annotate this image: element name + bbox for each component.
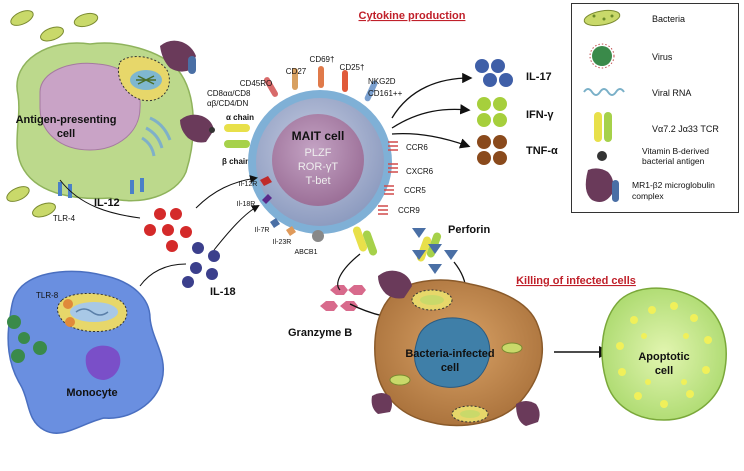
legend-antigen-icon: [597, 151, 607, 161]
monocyte-label: Monocyte: [66, 387, 117, 399]
infected-label-line1: Bacteria-infected: [405, 348, 494, 360]
alpha-chain-label: α chain: [226, 113, 254, 122]
il12r-label: Il-12R: [239, 181, 258, 188]
tcr-chains: α chain β chain: [222, 113, 254, 166]
perforin-label: Perforin: [448, 224, 490, 236]
apoptotic-cell: Apoptotic cell: [601, 287, 727, 421]
ccr6-label: CCR6: [406, 143, 428, 152]
legend-mr1-label-line1: MR1-β2 microglobulin: [632, 180, 715, 190]
tlr8-label: TLR-8: [36, 291, 59, 300]
granzyme-molecules: [320, 285, 366, 311]
chemokine-receptors: CCR6 CXCR6 CCR5 CCR9: [378, 141, 434, 215]
antigen-presenting-cell: Antigen-presenting cell TLR-4: [16, 42, 195, 223]
mr1-complex-infected: [371, 270, 540, 426]
legend-virus-icon: [589, 43, 615, 69]
il12-molecules: [144, 208, 192, 252]
legend-tcr-icon: [594, 112, 612, 142]
virus-cluster: [7, 315, 47, 363]
mait-surface-markers: CD8αα/CD8 αβ/CD4/DN CD45RO CD27 CD69† CD…: [207, 55, 403, 108]
cd4-label: αβ/CD4/DN: [207, 99, 248, 108]
ccr5-label: CCR5: [404, 186, 426, 195]
cd8-label: CD8αα/CD8: [207, 89, 251, 98]
bacteria-cluster-apc: [6, 10, 99, 218]
cd69-label: CD69†: [310, 55, 335, 64]
perforin-molecules: [412, 228, 458, 274]
mait-title: MAIT cell: [292, 129, 345, 143]
cytokine-arrows: [391, 72, 473, 149]
cd45ro-label: CD45RO: [240, 79, 272, 88]
tnfa-label: TNF-α: [526, 145, 558, 157]
apoptotic-label-line2: cell: [655, 365, 673, 377]
legend-viral-rna-icon: [583, 88, 625, 96]
tnfa-molecules: [477, 135, 507, 165]
legend-canvas: Bacteria Virus Viral RNA Vα7.2 Jα33 TCR …: [583, 9, 719, 202]
legend-mr1-icon: [585, 168, 619, 202]
apc-label-line2: cell: [57, 128, 75, 140]
il17-label: IL-17: [526, 71, 552, 83]
legend-viral-rna-label: Viral RNA: [652, 88, 691, 98]
apc-label-line1: Antigen-presenting: [16, 114, 117, 126]
ifng-label: IFN-γ: [526, 109, 554, 121]
il17-molecules: [475, 59, 513, 87]
legend-antigen-label-line2: bacterial antigen: [642, 156, 705, 166]
antigen-dot: [209, 127, 215, 133]
il-arrows: [59, 175, 260, 287]
cytokine-heading: Cytokine production: [359, 10, 466, 22]
granzyme-label: Granzyme B: [288, 327, 352, 339]
legend-virus-label: Virus: [652, 52, 673, 62]
monocyte: Monocyte TLR-8: [7, 270, 164, 434]
ifng-molecules: [477, 97, 507, 127]
cxcr6-label: CXCR6: [406, 167, 434, 176]
nkg2d-label: NKG2D: [368, 77, 396, 86]
mr1-complex-apc-mid: [180, 114, 215, 143]
apoptotic-label-line1: Apoptotic: [638, 351, 689, 363]
legend: Bacteria Virus Viral RNA Vα7.2 Jα33 TCR …: [571, 3, 739, 213]
legend-tcr-label: Vα7.2 Jα33 TCR: [652, 124, 719, 134]
beta-chain-label: β chain: [222, 157, 250, 166]
cd25-label: CD25†: [340, 63, 365, 72]
il18r-label: Il-18R: [237, 201, 256, 208]
killing-heading: Killing of infected cells: [516, 275, 636, 287]
abcb1-label: ABCB1: [295, 249, 318, 256]
mait-tf-tbet: T-bet: [305, 175, 330, 187]
il12-label: IL-12: [94, 197, 120, 209]
il18-label: IL-18: [210, 286, 236, 298]
mr1-complex-apc-top: [160, 40, 196, 74]
infected-label-line2: cell: [441, 362, 459, 374]
mait-tf-plzf: PLZF: [305, 147, 332, 159]
legend-bacteria-label: Bacteria: [652, 14, 685, 24]
il18-molecules: [182, 242, 220, 288]
cd27-label: CD27: [286, 67, 307, 76]
bacteria-infected-cell: Bacteria-infected cell: [374, 279, 544, 427]
il23r-label: Il-23R: [273, 239, 292, 246]
legend-antigen-label-line1: Vitamin B-derived: [642, 146, 709, 156]
mait-tf-rorgt: ROR-γT: [298, 161, 339, 173]
ccr9-label: CCR9: [398, 206, 420, 215]
il7r-label: Il-7R: [255, 227, 270, 234]
legend-bacteria-icon: [583, 9, 621, 27]
tlr4-label: TLR-4: [53, 214, 76, 223]
legend-mr1-label-line2: complex: [632, 191, 664, 201]
cytokine-receptors: Il-12R Il-18R Il-7R Il-23R ABCB1: [237, 176, 324, 256]
mait-cell: MAIT cell PLZF ROR-γT T-bet: [248, 90, 392, 234]
cd161-label: CD161++: [368, 89, 403, 98]
